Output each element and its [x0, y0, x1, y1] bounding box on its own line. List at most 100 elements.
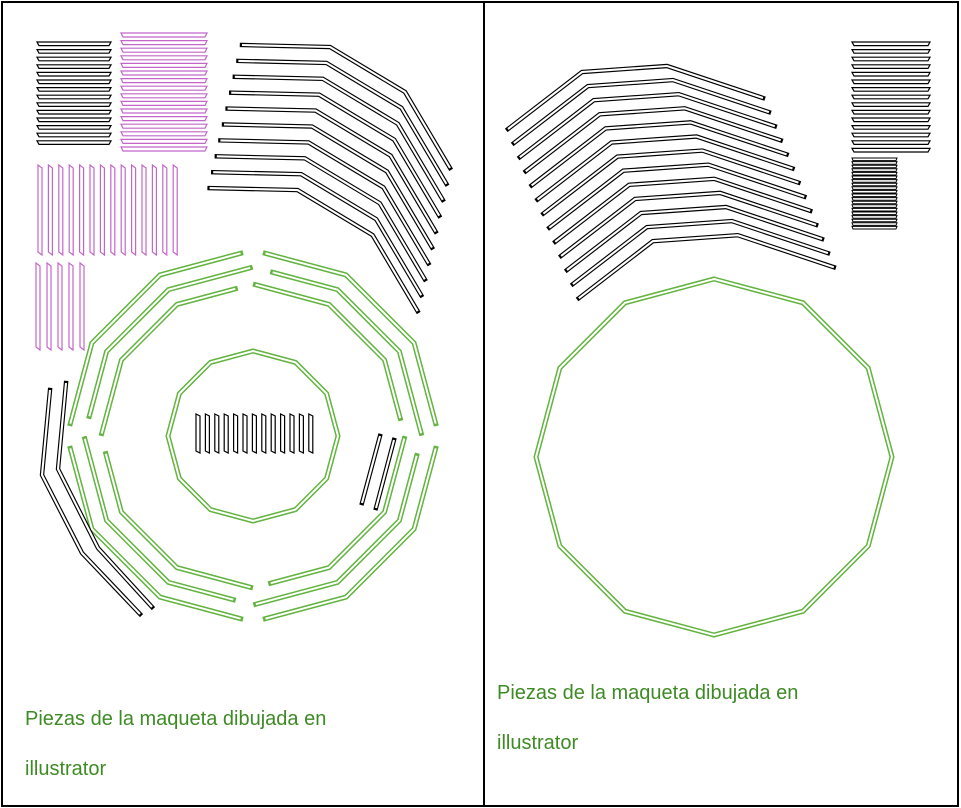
green-ring-segment	[98, 285, 239, 437]
black-chevron-piece-hollow	[530, 121, 787, 187]
black-chevron-piece	[552, 176, 813, 245]
black-chevron-piece-outline	[575, 232, 837, 302]
pink-vertical-bars-small-row	[35, 261, 85, 352]
black-short-bar	[35, 109, 113, 115]
black-dense-bars-stack	[851, 157, 898, 230]
black-dense-bar	[851, 168, 898, 172]
black-horizontal-bar	[850, 41, 932, 47]
black-vertical-bar	[204, 413, 210, 454]
pink-horizontal-bar	[120, 131, 208, 137]
black-horizontal-bars-stack	[850, 41, 932, 153]
black-short-bar	[35, 140, 113, 145]
black-long-bent-piece	[39, 387, 144, 618]
green-large-dodecagon	[533, 276, 895, 638]
pink-horizontal-bar	[120, 100, 208, 107]
black-short-bar	[35, 64, 113, 70]
black-vertical-bar	[195, 413, 201, 454]
black-bent-piece	[207, 185, 421, 315]
right-table-cell: Piezas de la maqueta dibujada en illustr…	[485, 3, 957, 805]
black-chevron-pieces-stack	[504, 63, 837, 302]
pink-vertical-bar	[89, 163, 95, 257]
black-chevron-piece-hollow	[513, 79, 770, 144]
green-ring-segment	[262, 250, 439, 427]
black-bent-piece-hollow	[238, 59, 448, 185]
pink-horizontal-bar	[120, 70, 208, 76]
black-short-bar	[35, 41, 113, 47]
black-horizontal-bar	[850, 86, 932, 92]
pink-horizontal-bar	[120, 108, 208, 114]
pink-vertical-bar	[58, 163, 64, 257]
black-short-bars-stack	[35, 41, 113, 145]
green-large-dodecagon-hollow	[534, 277, 894, 637]
black-dense-bar	[851, 200, 898, 205]
green-ring-segment-hollow	[100, 287, 236, 434]
right-caption-line-1: Piezas de la maqueta dibujada en	[497, 682, 799, 704]
black-dense-bar	[851, 171, 898, 176]
black-bent-piece	[239, 42, 454, 172]
green-small-dodecagon-hollow	[166, 349, 340, 523]
pink-horizontal-bar	[120, 85, 208, 91]
green-ring-segment	[86, 264, 254, 420]
green-ring-segment-hollow	[104, 453, 251, 589]
green-ring-segment-hollow	[265, 448, 437, 620]
pink-horizontal-bar	[120, 115, 208, 122]
green-ring-segment-hollow	[272, 271, 423, 434]
black-long-bent-piece-hollow	[40, 389, 141, 615]
black-diagonal-pieces	[359, 433, 397, 511]
black-chevron-piece-hollow	[519, 93, 776, 159]
pink-vertical-bar	[78, 163, 85, 257]
black-chevron-piece-hollow	[536, 135, 793, 201]
black-dense-bar	[851, 225, 898, 230]
black-bent-piece-hollow	[220, 139, 430, 264]
black-dense-bar	[851, 193, 898, 198]
black-bent-piece	[218, 138, 432, 267]
pink-vertical-bar	[37, 163, 43, 257]
black-chevron-piece	[516, 91, 778, 161]
pink-horizontal-bar	[120, 47, 208, 53]
green-ring-segment-hollow	[88, 266, 251, 417]
black-horizontal-bar	[850, 56, 932, 62]
green-ring-segment	[269, 269, 425, 437]
black-short-bar	[35, 56, 113, 62]
black-bent-piece	[210, 169, 425, 299]
black-dense-bar	[851, 186, 898, 190]
pink-horizontal-bar	[120, 32, 208, 38]
black-bent-pieces-stack	[207, 42, 454, 315]
black-long-bent-piece-hollow	[56, 382, 153, 608]
black-horizontal-bar	[850, 102, 932, 108]
pink-vertical-bar	[141, 163, 147, 257]
green-ring-segment-hollow	[69, 252, 241, 424]
right-panel-pieces	[504, 41, 932, 638]
black-chevron-piece-hollow	[572, 220, 829, 285]
black-bent-piece-hollow	[227, 107, 437, 233]
black-bent-piece	[232, 74, 446, 203]
left-caption-line-1: Piezas de la maqueta dibujada en	[25, 708, 327, 730]
green-ring-segment	[67, 445, 244, 622]
black-vertical-bar	[289, 413, 295, 454]
black-vertical-bar	[270, 413, 276, 454]
pink-horizontal-bars-stack	[120, 32, 208, 152]
green-ring-segment	[267, 435, 408, 587]
black-vertical-bar	[214, 413, 220, 454]
green-ring-segment	[102, 450, 254, 591]
black-dense-bar	[851, 164, 898, 169]
right-caption-line-2: illustrator	[497, 732, 579, 754]
black-chevron-piece	[504, 63, 766, 133]
black-bent-piece	[225, 106, 439, 235]
pink-vertical-bar	[57, 261, 63, 352]
black-short-bar	[35, 48, 113, 54]
black-bent-piece-hollow	[231, 91, 441, 217]
black-horizontal-bar	[850, 147, 932, 153]
green-segmented-rings	[67, 250, 439, 622]
black-dense-bar	[851, 175, 898, 180]
black-bent-piece	[214, 154, 428, 283]
pink-vertical-bar	[46, 261, 52, 352]
black-bent-piece-hollow	[209, 187, 419, 312]
black-short-bar	[35, 94, 113, 100]
black-chevron-piece	[540, 148, 802, 217]
black-chevron-piece-hollow	[554, 177, 811, 243]
pink-vertical-bar	[99, 163, 106, 257]
black-vertical-bars-row	[195, 413, 314, 454]
green-ring-segment	[252, 452, 420, 608]
green-ring-segment-hollow	[265, 252, 437, 424]
